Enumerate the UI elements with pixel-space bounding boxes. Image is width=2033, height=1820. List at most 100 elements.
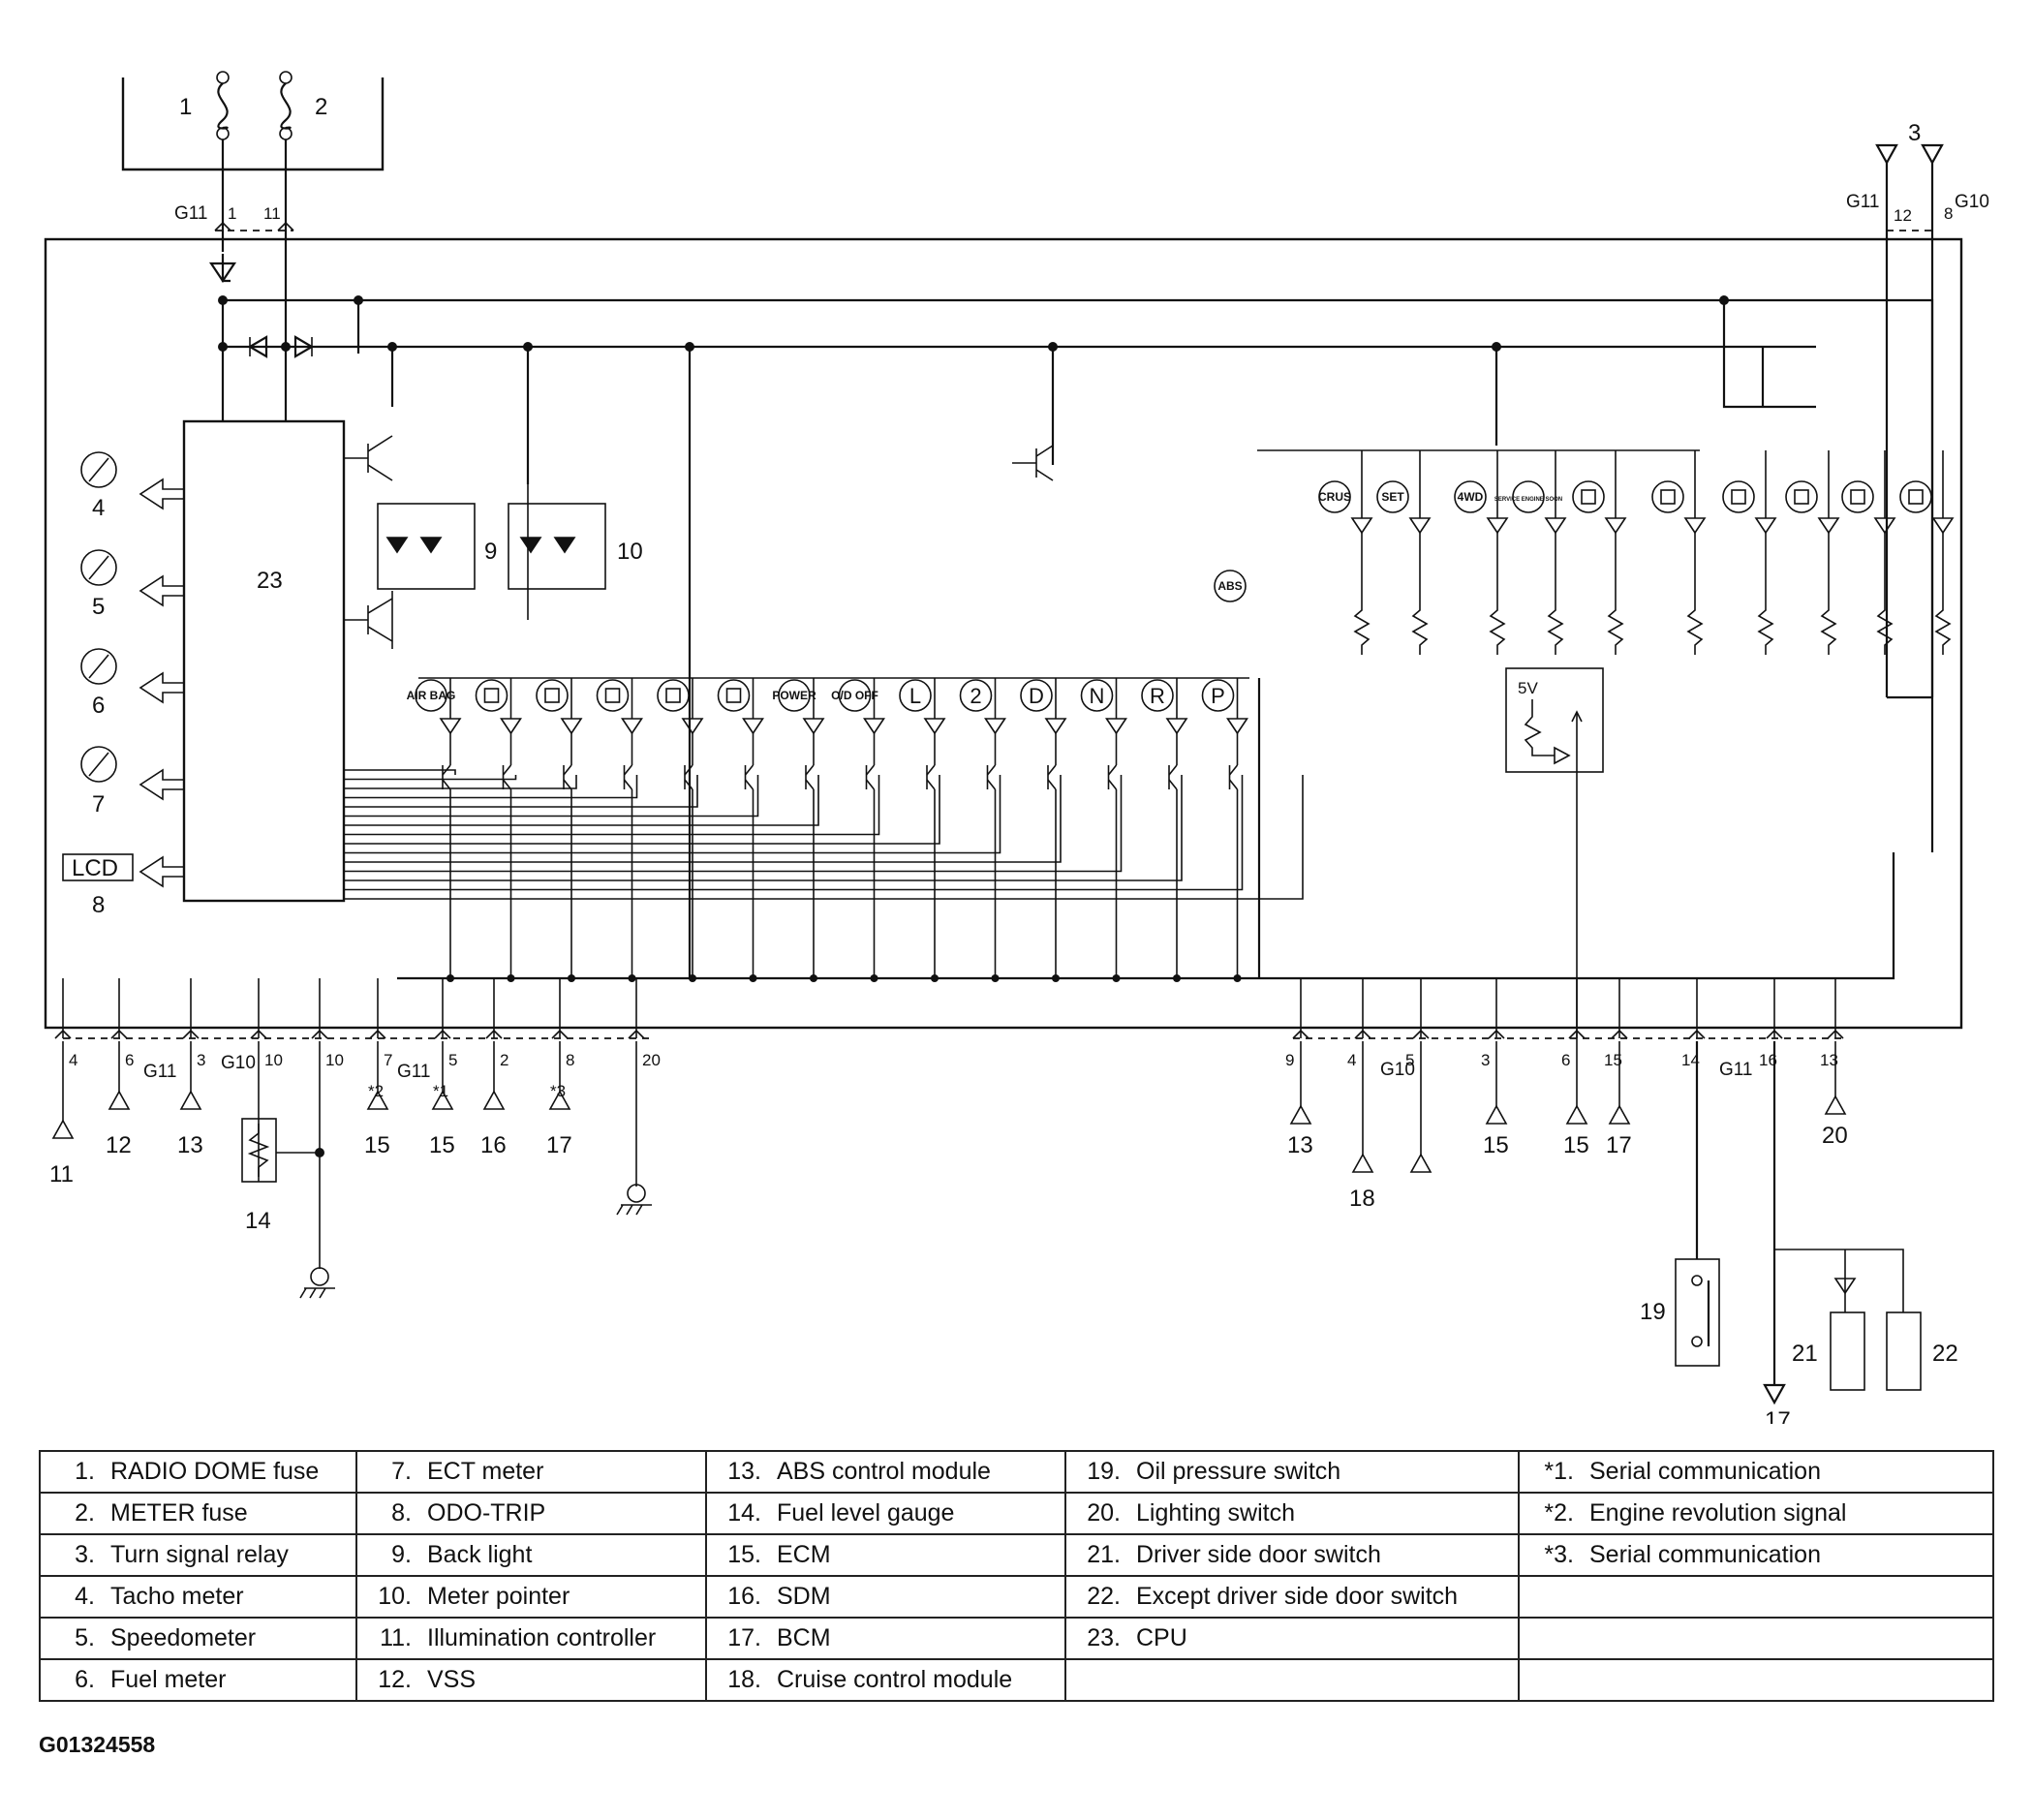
legend-text: Serial communication bbox=[1589, 1458, 1821, 1485]
indicator-lamp: P bbox=[1201, 678, 1248, 982]
legend-number: 5. bbox=[75, 1624, 95, 1651]
turn-signal-relay-label: 3 bbox=[1908, 120, 1921, 146]
oil-pressure-switch-label: 19 bbox=[1640, 1299, 1666, 1325]
indicator-label: 2 bbox=[970, 684, 981, 708]
bottom-right-pin: 14 bbox=[1681, 978, 1706, 1069]
bottom-right-pin: 3 15 bbox=[1481, 978, 1509, 1158]
legend-text: ECT meter bbox=[427, 1458, 544, 1485]
legend-text: ODO-TRIP bbox=[427, 1499, 546, 1527]
legend-cell: 16.SDM bbox=[705, 1575, 1066, 1619]
legend-number: 11. bbox=[380, 1624, 412, 1651]
right-indicator: SET bbox=[1376, 450, 1432, 655]
legend-text: METER fuse bbox=[110, 1499, 248, 1527]
pin-number: 4 bbox=[69, 1051, 77, 1069]
passenger-door-switch bbox=[1886, 1311, 1922, 1391]
bottom-right-pin: 16 bbox=[1759, 978, 1783, 1069]
legend-cell: *3.Serial communication bbox=[1518, 1533, 1994, 1577]
legend-number: 14. bbox=[727, 1499, 761, 1527]
legend-cell: 19.Oil pressure switch bbox=[1064, 1450, 1520, 1494]
connector-bottom-left-g11-a: G11 bbox=[143, 1062, 177, 1082]
pin-number: 16 bbox=[1759, 1051, 1777, 1069]
bcm-17-label: 17 bbox=[1765, 1407, 1791, 1424]
legend-cell: 5. Speedometer bbox=[39, 1617, 357, 1660]
meter-7-label: 7 bbox=[92, 791, 105, 817]
connector-bottom-left-g11-b: G11 bbox=[397, 1062, 431, 1082]
indicator-label: R bbox=[1150, 684, 1165, 708]
bottom-left-pin: 313 bbox=[177, 978, 205, 1158]
legend-number: 19. bbox=[1087, 1458, 1121, 1485]
connector-top-left-pin-11: 11 bbox=[263, 204, 281, 223]
right-indicator: ABS bbox=[1214, 570, 1247, 602]
speedometer-icon bbox=[80, 549, 117, 586]
right-indicator-label: SERVICE ENGINE SOON bbox=[1494, 497, 1562, 503]
terminal-label: 15 bbox=[1483, 1132, 1509, 1158]
battery-icon bbox=[657, 678, 704, 982]
headlight-icon bbox=[717, 678, 764, 982]
terminal-label: 15 bbox=[364, 1132, 390, 1158]
terminal-label: 17 bbox=[546, 1132, 572, 1158]
connector-bottom-left-g10: G10 bbox=[221, 1053, 256, 1073]
legend-number: 21. bbox=[1087, 1541, 1121, 1568]
connector-top-right-right-name: G10 bbox=[1955, 192, 1989, 212]
terminal-label: 15 bbox=[429, 1132, 455, 1158]
back-light-group bbox=[377, 503, 476, 590]
indicator-lamp: R bbox=[1141, 678, 1188, 982]
terminal-label: 17 bbox=[1606, 1132, 1632, 1158]
fuse-2-label: 2 bbox=[315, 94, 327, 120]
lcd-label: LCD bbox=[72, 855, 118, 881]
bottom-right-pin: 615 bbox=[1561, 978, 1589, 1158]
bottom-left-pin: 715*2 bbox=[364, 978, 392, 1158]
legend-text: Speedometer bbox=[110, 1624, 257, 1651]
pin-number: 5 bbox=[1405, 1051, 1414, 1069]
legend-cell bbox=[1518, 1658, 1994, 1702]
pin-number: 3 bbox=[1481, 1051, 1490, 1069]
legend-number: 3. bbox=[75, 1541, 95, 1568]
legend-number: *2. bbox=[1544, 1499, 1574, 1527]
bottom-left-pin: 10 bbox=[311, 978, 344, 1069]
legend-text: Serial communication bbox=[1589, 1541, 1821, 1568]
legend-number: 20. bbox=[1087, 1499, 1121, 1527]
ect-meter-icon bbox=[80, 746, 117, 783]
legend-cell: 2.METER fuse bbox=[39, 1492, 357, 1535]
indicator-label: N bbox=[1090, 684, 1105, 708]
pin-number: 10 bbox=[264, 1051, 283, 1069]
bottom-left-pin: 515*1 bbox=[429, 978, 457, 1158]
figure-code: G01324558 bbox=[39, 1732, 156, 1757]
legend-text: Except driver side door switch bbox=[1136, 1583, 1459, 1610]
legend-text: Illumination controller bbox=[427, 1624, 657, 1651]
pin-number: 20 bbox=[642, 1051, 661, 1069]
sensor-5v-label: 5V bbox=[1518, 679, 1538, 697]
legend-number: 7. bbox=[391, 1458, 412, 1485]
legend-number: 18. bbox=[727, 1666, 761, 1693]
legend-text: BCM bbox=[777, 1624, 831, 1651]
bottom-right-pin: 913 bbox=[1285, 978, 1313, 1158]
legend-text: Back light bbox=[427, 1541, 533, 1568]
cpu-block bbox=[182, 419, 346, 903]
legend-text: SDM bbox=[777, 1583, 831, 1610]
legend-cell: 23.CPU bbox=[1064, 1617, 1520, 1660]
connector-top-right-right-pin: 8 bbox=[1944, 204, 1953, 223]
indicator-label: POWER bbox=[772, 689, 816, 702]
legend-cell: 14.Fuel level gauge bbox=[705, 1492, 1066, 1535]
seatbelt-icon bbox=[596, 678, 643, 982]
pin-number: 15 bbox=[1604, 1051, 1622, 1069]
brake-icon bbox=[536, 678, 583, 982]
legend-cell: 7. ECT meter bbox=[355, 1450, 707, 1494]
connector-bottom-right-g10: G10 bbox=[1380, 1060, 1415, 1080]
connector-top-right-left-pin: 12 bbox=[1894, 206, 1912, 225]
terminal-label: 20 bbox=[1822, 1123, 1848, 1149]
legend-number: 10. bbox=[378, 1583, 412, 1610]
indicator-lamp: O/D OFF bbox=[831, 678, 885, 982]
bottom-right-pin: 5 bbox=[1405, 978, 1432, 1173]
lcd-icon bbox=[62, 853, 134, 881]
right-indicator-label: ABS bbox=[1217, 579, 1242, 593]
terminal-label: 12 bbox=[106, 1132, 132, 1158]
pin-number: 5 bbox=[448, 1051, 457, 1069]
bottom-left-pin: 411 bbox=[49, 978, 77, 1188]
